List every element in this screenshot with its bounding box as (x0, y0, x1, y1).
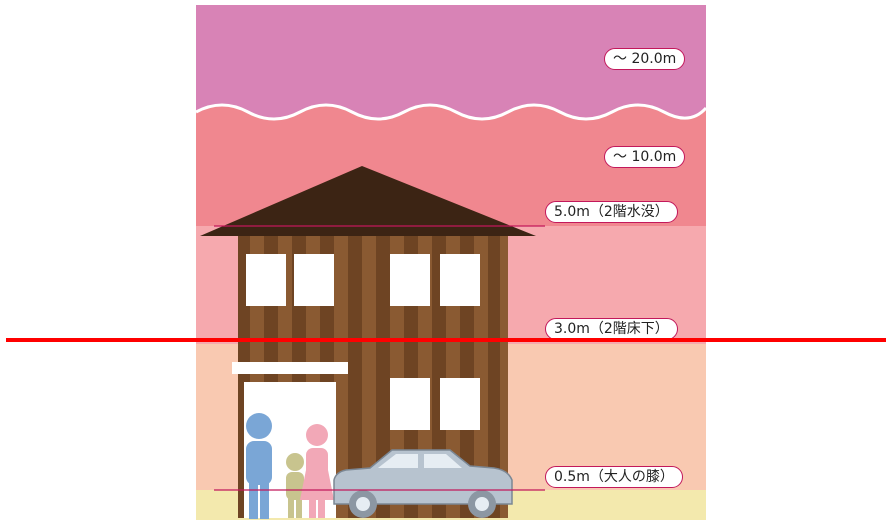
window (440, 378, 480, 430)
wave-line (196, 105, 706, 126)
window (294, 254, 334, 306)
person-adult (246, 413, 272, 519)
window (390, 378, 430, 430)
level-label-3m: 3.0m（2階床下） (545, 318, 678, 340)
red-marker-line (6, 338, 886, 342)
entrance-canopy (232, 362, 348, 374)
person-adult (300, 424, 334, 518)
house-roof (200, 166, 536, 236)
window (390, 254, 430, 306)
level-label-05m: 0.5m（大人の膝） (545, 466, 683, 488)
window (440, 254, 480, 306)
level-label-5m: 5.0m（2階水没） (545, 201, 678, 223)
level-label-10m: 〜 10.0m (604, 146, 686, 168)
window (246, 254, 286, 306)
wave-crest (195, 103, 708, 121)
level-label-20m: 〜 20.0m (604, 48, 686, 70)
person-child (286, 453, 304, 518)
